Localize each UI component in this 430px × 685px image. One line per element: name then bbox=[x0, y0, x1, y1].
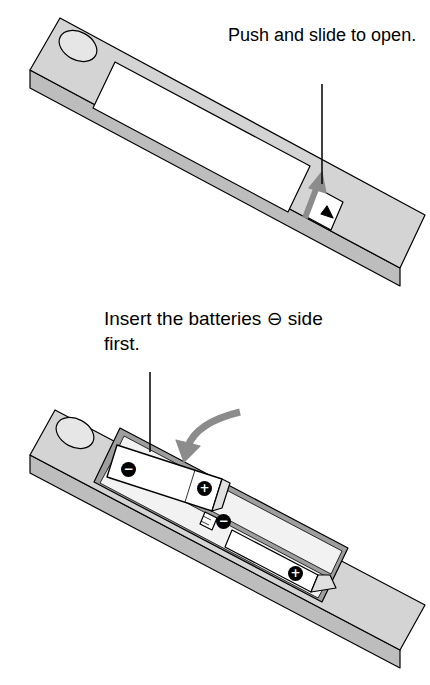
latch-mark bbox=[321, 206, 333, 218]
remote-body bbox=[30, 410, 425, 650]
battery-compartment bbox=[94, 428, 348, 602]
polarity-mark: − bbox=[121, 462, 136, 477]
installed-battery bbox=[225, 530, 318, 592]
battery-lid bbox=[93, 62, 310, 212]
battery-contact bbox=[311, 575, 336, 592]
remote-body bbox=[30, 18, 425, 268]
instruction-text: Insert the batteries ⊖ side first. bbox=[104, 307, 354, 356]
leader-line bbox=[321, 84, 323, 184]
spring-terminal bbox=[200, 512, 217, 530]
remote-end-recess bbox=[54, 24, 102, 68]
battery-cap bbox=[212, 479, 230, 511]
insert-arrow bbox=[188, 412, 240, 446]
insert-arrow-head bbox=[176, 440, 200, 462]
leader-line bbox=[149, 372, 151, 452]
battery-seam bbox=[185, 470, 195, 502]
polarity-mark: − bbox=[216, 514, 231, 529]
polarity-mark: + bbox=[288, 566, 303, 581]
remote-end-recess bbox=[51, 411, 99, 455]
loose-battery bbox=[107, 445, 222, 511]
spring-coil bbox=[201, 516, 211, 525]
polarity-mark: + bbox=[197, 481, 212, 496]
slide-arrow-head bbox=[309, 172, 326, 193]
instruction-text: Push and slide to open. bbox=[228, 24, 423, 47]
